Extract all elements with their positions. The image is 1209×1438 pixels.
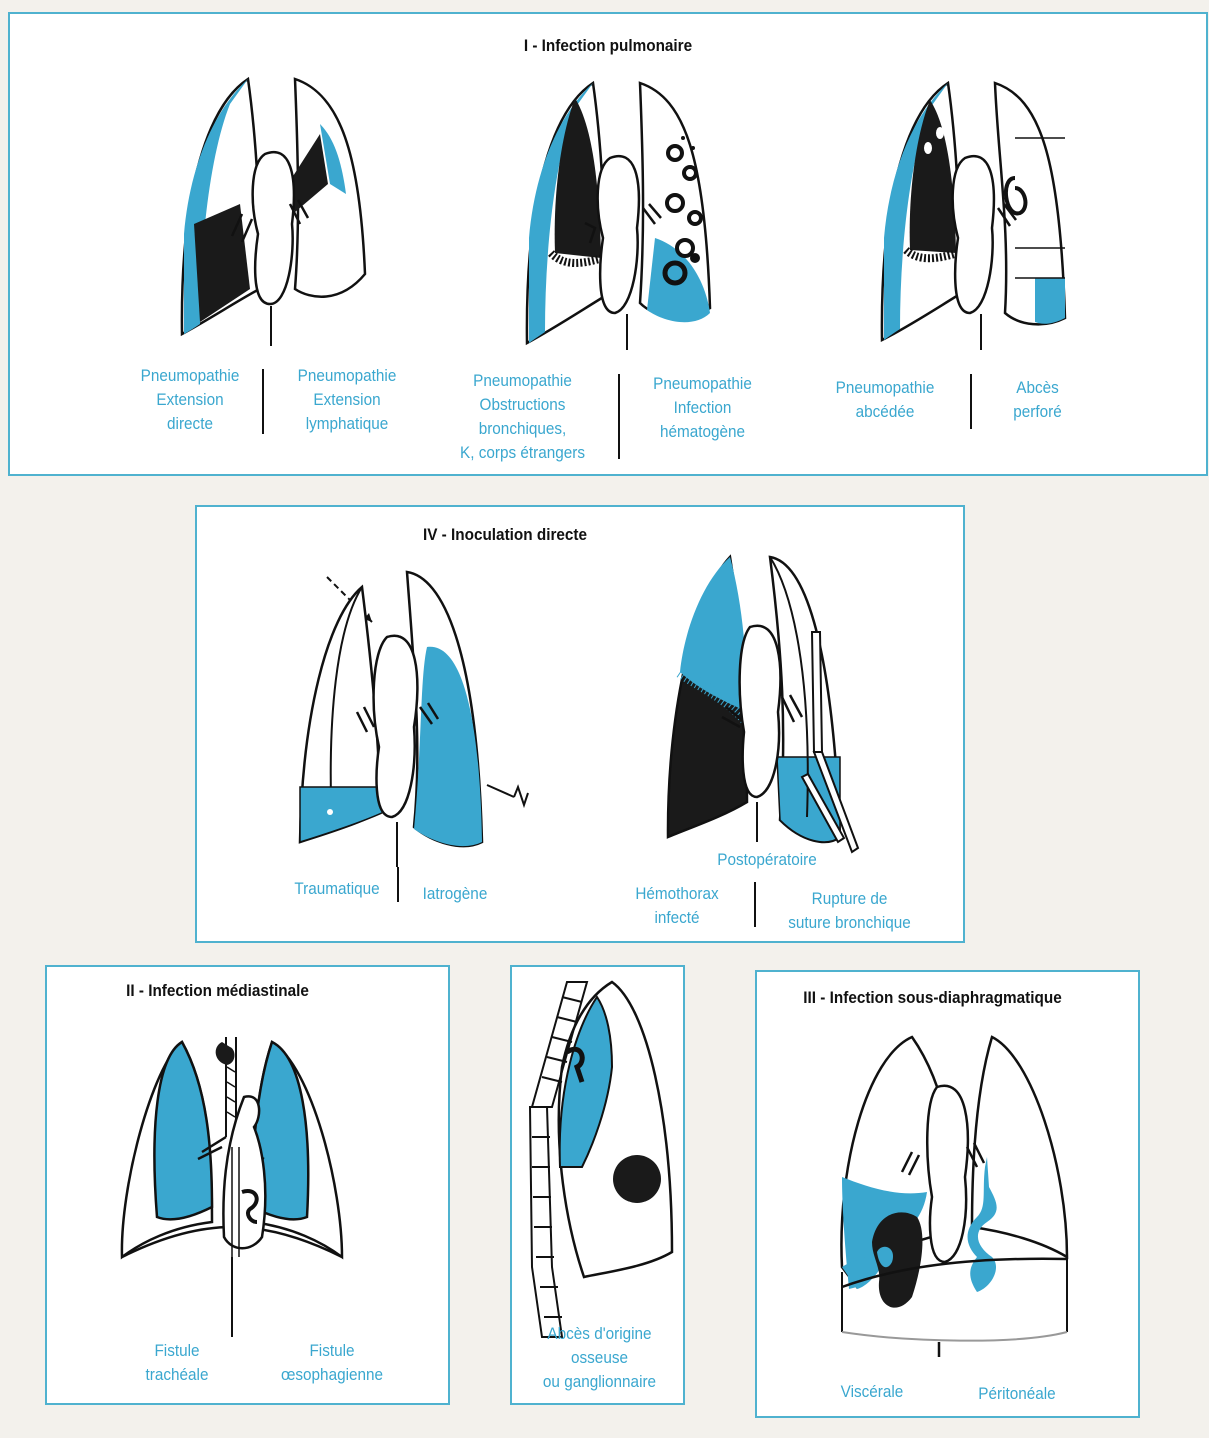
caption-divider [754, 882, 756, 927]
lung-diagram-abces [870, 78, 1100, 358]
lung-diagram-mediastinal [112, 1027, 382, 1337]
panel-title: IV - Inoculation directe [93, 525, 917, 545]
lung-diagram-obstructions [515, 78, 745, 358]
lung-diagram-postoperatoire [662, 552, 872, 852]
caption-divider [262, 369, 264, 434]
caption-iatrogene: Iatrogène [410, 882, 500, 906]
panel-title: I - Infection pulmonaire [70, 36, 1146, 56]
caption-postoperatoire: Postopératoire [709, 848, 826, 872]
panel-infection-sous-diaphragmatique: III - Infection sous-diaphragmatique Vis… [755, 970, 1140, 1418]
panel-inoculation-directe: IV - Inoculation directe Traumatique Iat… [195, 505, 965, 943]
caption-viscerale: Viscérale [823, 1380, 922, 1404]
caption-divider [618, 374, 620, 459]
panel-title: III - Infection sous-diaphragmatique [748, 988, 1118, 1008]
lung-diagram-traumatique-iatrogene [292, 567, 542, 867]
caption-divider [970, 374, 972, 429]
panel-title: II - Infection médiastinale [10, 981, 425, 1001]
lung-diagram-lateral [512, 967, 687, 1347]
lung-diagram-sous-diaphragmatique [817, 1027, 1107, 1357]
lung-diagram-extension [170, 74, 400, 354]
caption-divider [397, 867, 399, 902]
caption-traumatique: Traumatique [283, 877, 391, 901]
caption-peritoneale: Péritonéale [963, 1382, 1071, 1406]
